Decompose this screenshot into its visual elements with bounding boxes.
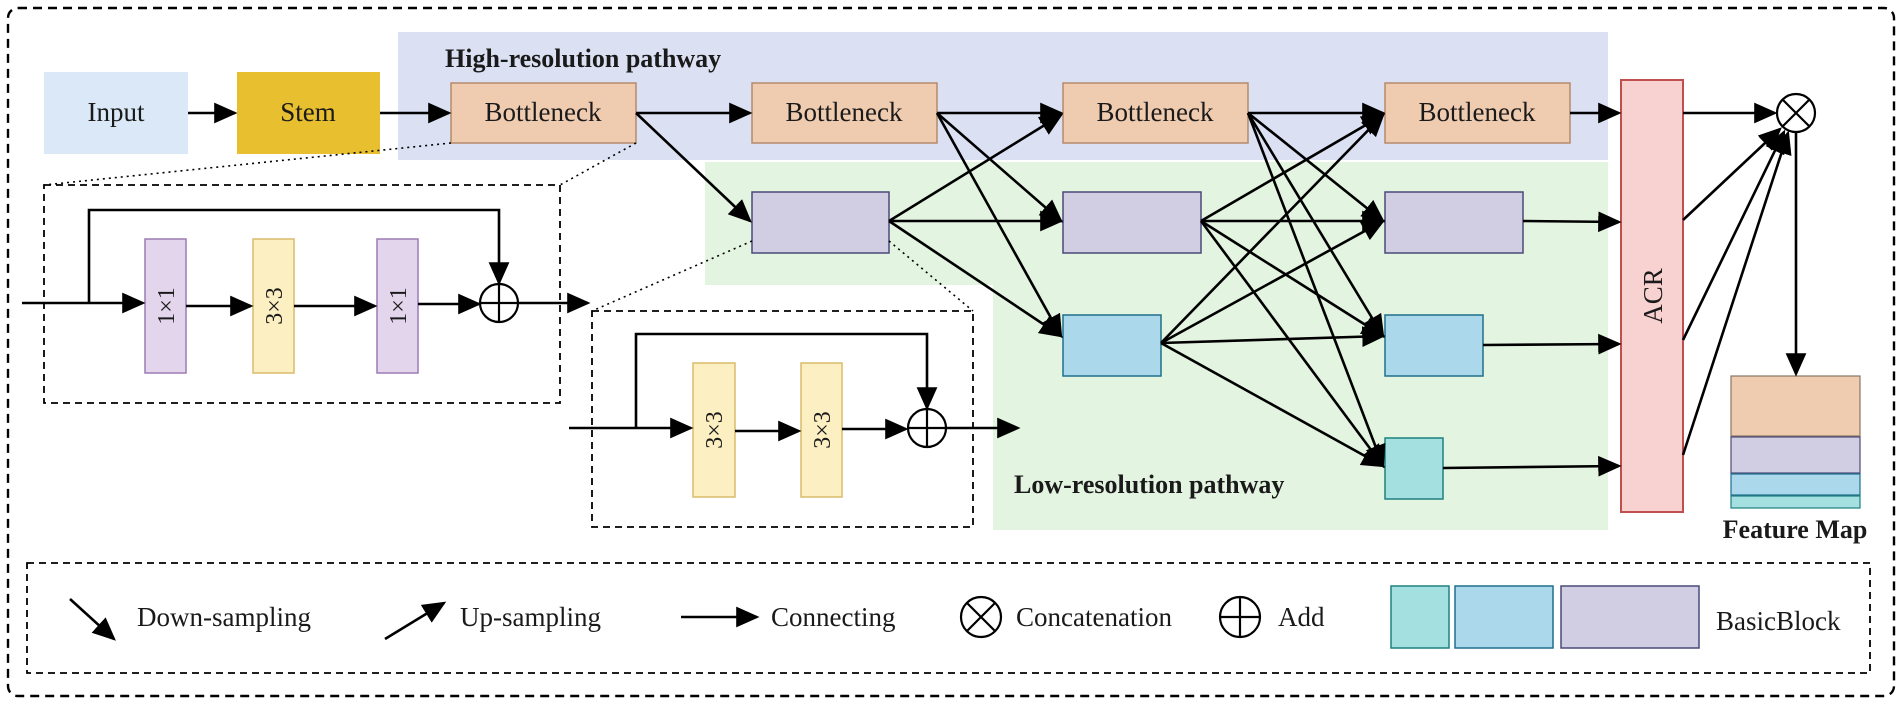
branch3-block-1 <box>1062 314 1162 377</box>
feature-map <box>1730 375 1861 509</box>
bottleneck-zoom-line-right <box>559 142 637 186</box>
input-block <box>44 72 188 154</box>
basicblock-detail-box <box>591 310 974 528</box>
legend-up-label: Up-sampling <box>460 602 601 632</box>
basicblock-zoom-line-left <box>591 240 753 312</box>
bottleneck-conv2 <box>252 238 295 374</box>
legend-add-icon <box>1218 595 1262 639</box>
branch2-block-2 <box>1062 191 1202 254</box>
acr-label: ACR <box>1638 268 1668 324</box>
bottleneck-detail-box <box>43 184 561 404</box>
concatenation-icon <box>1775 92 1817 134</box>
bottleneck-conv1-label: 1×1 <box>154 287 180 325</box>
bottleneck-conv2-label: 3×3 <box>262 287 288 325</box>
legend-basicblock-purple <box>1560 585 1700 649</box>
feature-map-label: Feature Map <box>1723 515 1868 544</box>
basicblock-detail-arrows <box>569 332 1021 442</box>
acr-block <box>1620 79 1684 513</box>
legend-down-arrow <box>69 598 116 641</box>
legend-concat-label: Concatenation <box>1016 602 1172 632</box>
branch4-block-1 <box>1384 437 1444 500</box>
legend-down-label: Down-sampling <box>137 602 311 632</box>
low-resolution-pathway-label: Low-resolution pathway <box>1014 470 1284 499</box>
outer-frame <box>6 6 1896 698</box>
legend-add-label: Add <box>1278 602 1325 632</box>
basicblock-conv2-label: 3×3 <box>810 411 836 449</box>
bottleneck-label-3: Bottleneck <box>1097 97 1214 127</box>
bottleneck-block-1 <box>450 82 637 144</box>
bottleneck-detail-arrows <box>22 208 591 317</box>
stem-label: Stem <box>280 97 336 127</box>
basicblock-zoom-line-right <box>888 240 974 312</box>
legend-connect-label: Connecting <box>771 602 895 632</box>
bottleneck-label-4: Bottleneck <box>1419 97 1536 127</box>
legend-basicblock-blue <box>1454 585 1554 649</box>
basicblock-conv1 <box>692 362 736 498</box>
bottleneck-conv1 <box>144 238 187 374</box>
bottleneck-block-2 <box>751 82 938 144</box>
legend-up-arrow <box>384 601 447 641</box>
branch2-block-1 <box>751 191 890 254</box>
branch2-block-3 <box>1384 191 1524 254</box>
bottleneck-label-1: Bottleneck <box>485 97 602 127</box>
main-arrows <box>188 102 1807 477</box>
bottleneck-zoom-line-left <box>43 142 452 186</box>
basicblock-conv2 <box>800 362 843 498</box>
branch3-block-2 <box>1384 314 1484 377</box>
bottleneck-add-icon <box>478 282 520 324</box>
bottleneck-label-2: Bottleneck <box>786 97 903 127</box>
bottleneck-block-4 <box>1384 82 1571 144</box>
stem-block <box>237 72 380 154</box>
legend-basicblock-teal <box>1390 585 1450 649</box>
basicblock-add-icon <box>906 407 948 449</box>
legend-basicblock-label: BasicBlock <box>1716 606 1841 636</box>
legend-concatenation-icon <box>959 595 1003 639</box>
basicblock-conv1-label: 3×3 <box>702 411 728 449</box>
bottleneck-conv3-label: 1×1 <box>386 287 412 325</box>
legend-box <box>26 562 1871 674</box>
input-label: Input <box>88 97 145 127</box>
bottleneck-conv3 <box>376 238 419 374</box>
high-resolution-pathway-label: High-resolution pathway <box>445 44 721 73</box>
